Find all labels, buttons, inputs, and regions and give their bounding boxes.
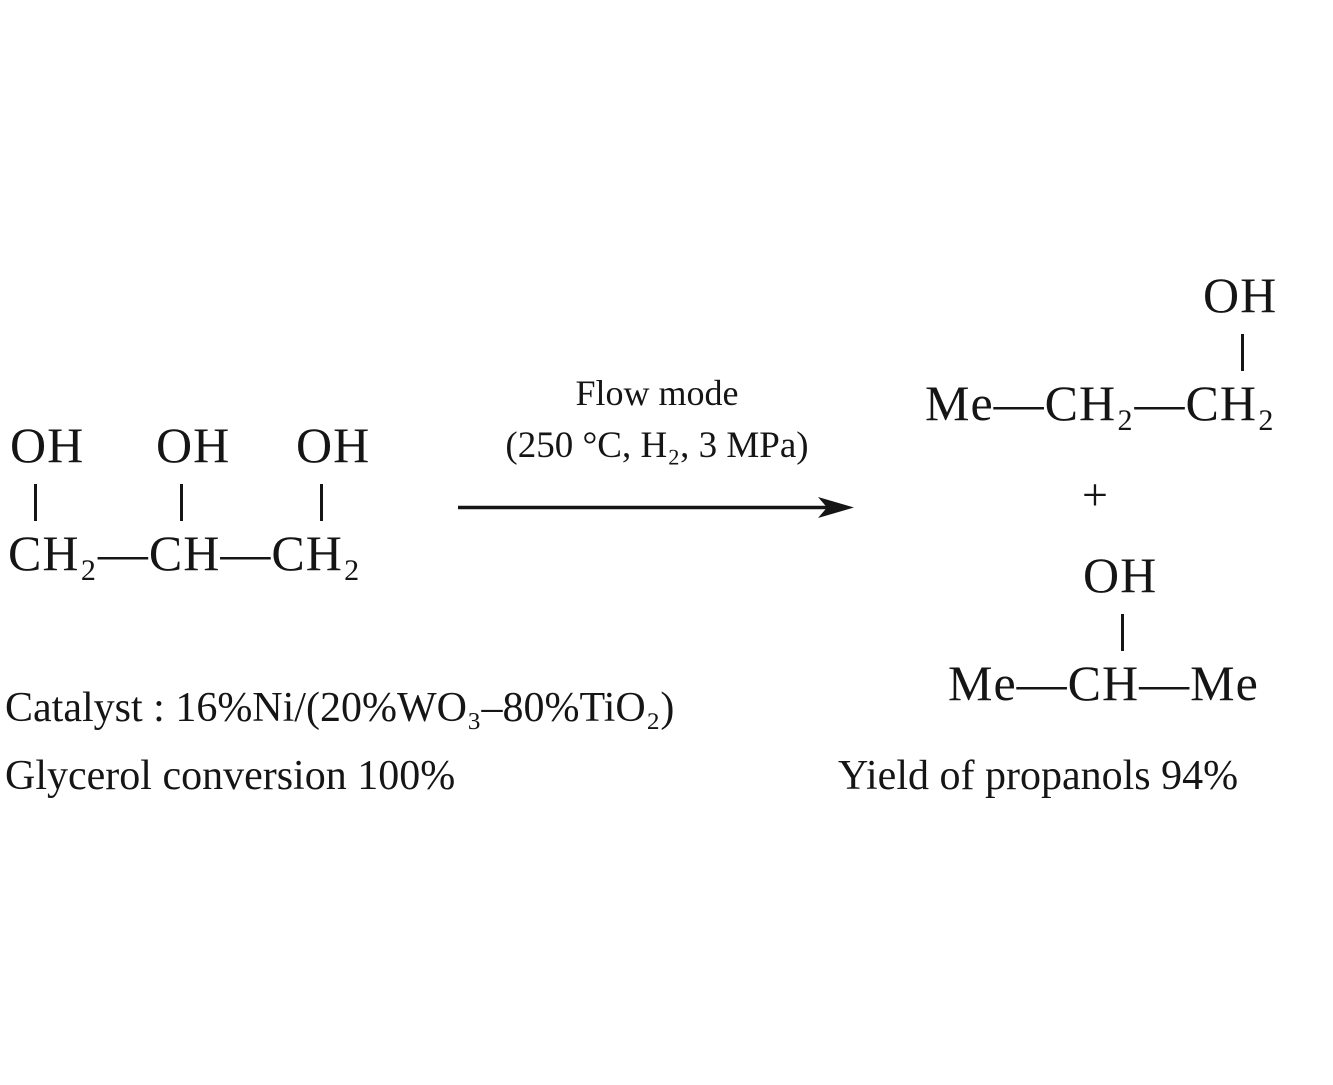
- catalyst-text: Catalyst : 16%Ni/(20%WO₃–80%TiO₂): [5, 685, 675, 731]
- conversion-text: Glycerol conversion 100%: [5, 753, 456, 799]
- yield-text: Yield of propanols 94%: [838, 753, 1239, 799]
- propanol-2-oh-label: OH: [1083, 547, 1158, 603]
- reaction-arrow: [458, 497, 854, 518]
- glycerol-backbone: CH₂—CH—CH₂: [8, 525, 362, 581]
- glycerol-oh-left-label: OH: [10, 417, 85, 473]
- reaction-arrow-group: Flow mode (250 °C, H₂, 3 MPa): [458, 372, 856, 532]
- propanol-1-structure: OH Me—CH₂—CH₂: [925, 268, 1325, 458]
- propanol-2-structure: OH Me—CH—Me: [948, 548, 1328, 738]
- arrow-conditions-label: (250 °C, H₂, 3 MPa): [505, 425, 809, 466]
- plus-sign: +: [1082, 469, 1108, 520]
- vertical-bond: [34, 484, 37, 521]
- glycerol-oh-mid-label: OH: [156, 417, 231, 473]
- vertical-bond: [320, 484, 323, 521]
- glycerol-structure: OH OH OH CH₂—CH—CH₂: [8, 418, 428, 608]
- vertical-bond: [1121, 614, 1124, 651]
- vertical-bond: [1241, 334, 1244, 371]
- vertical-bond: [180, 484, 183, 521]
- arrow-top-label: Flow mode: [575, 373, 739, 413]
- glycerol-oh-right-label: OH: [296, 417, 371, 473]
- propanol-1-oh-label: OH: [1203, 267, 1278, 323]
- propanol-1-chain: Me—CH₂—CH₂: [925, 375, 1276, 431]
- propanol-2-chain: Me—CH—Me: [948, 655, 1259, 711]
